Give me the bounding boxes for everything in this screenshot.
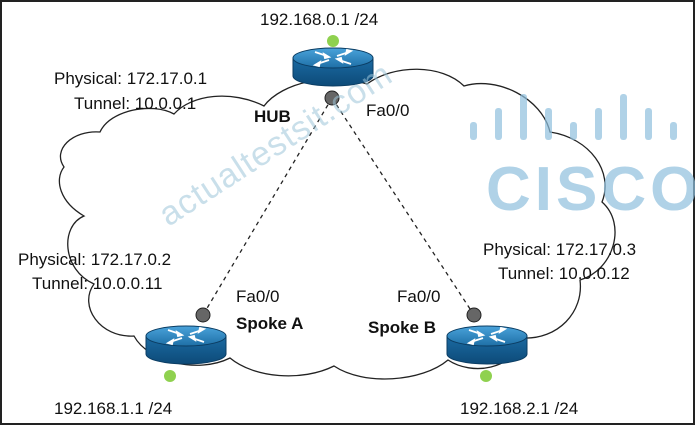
spoke-b-name: Spoke B bbox=[368, 318, 437, 337]
spoke-a-interface-label: Fa0/0 bbox=[236, 287, 280, 306]
spoke-a-router-icon[interactable] bbox=[145, 325, 227, 365]
hub-lan-port-dot bbox=[327, 35, 339, 47]
spoke-a-lan-address: 192.168.1.1 /24 bbox=[54, 399, 173, 418]
spoke-a-fa00-port-dot bbox=[195, 307, 211, 323]
spoke-b-router-icon[interactable] bbox=[446, 325, 528, 365]
tunnel-link-hub-spoke-b bbox=[331, 97, 475, 316]
hub-name: HUB bbox=[254, 107, 291, 126]
spoke-b-interface-label: Fa0/0 bbox=[397, 287, 441, 306]
hub-tunnel-address: Tunnel: 10.0.0.1 bbox=[74, 94, 197, 113]
spoke-b-lan-port-dot bbox=[480, 370, 492, 382]
cloud-outline bbox=[58, 68, 616, 380]
tunnel-link-hub-spoke-a bbox=[202, 97, 333, 316]
spoke-a-tunnel-address: Tunnel: 10.0.0.11 bbox=[32, 274, 163, 293]
spoke-a-physical-address: Physical: 172.17.0.2 bbox=[18, 250, 172, 269]
cisco-logo-bars bbox=[470, 94, 677, 140]
spoke-b-physical-address: Physical: 172.17.0.3 bbox=[483, 240, 637, 259]
hub-fa00-port-dot bbox=[324, 90, 340, 106]
hub-lan-address: 192.168.0.1 /24 bbox=[260, 10, 379, 29]
hub-physical-address: Physical: 172.17.0.1 bbox=[54, 69, 208, 88]
cisco-logo-text: CISCO bbox=[486, 155, 695, 224]
spoke-a-lan-port-dot bbox=[164, 370, 176, 382]
hub-interface-label: Fa0/0 bbox=[366, 101, 410, 120]
spoke-b-fa00-port-dot bbox=[466, 307, 482, 323]
spoke-a-name: Spoke A bbox=[236, 314, 304, 333]
spoke-b-lan-address: 192.168.2.1 /24 bbox=[460, 399, 579, 418]
spoke-b-tunnel-address: Tunnel: 10.0.0.12 bbox=[498, 264, 630, 283]
